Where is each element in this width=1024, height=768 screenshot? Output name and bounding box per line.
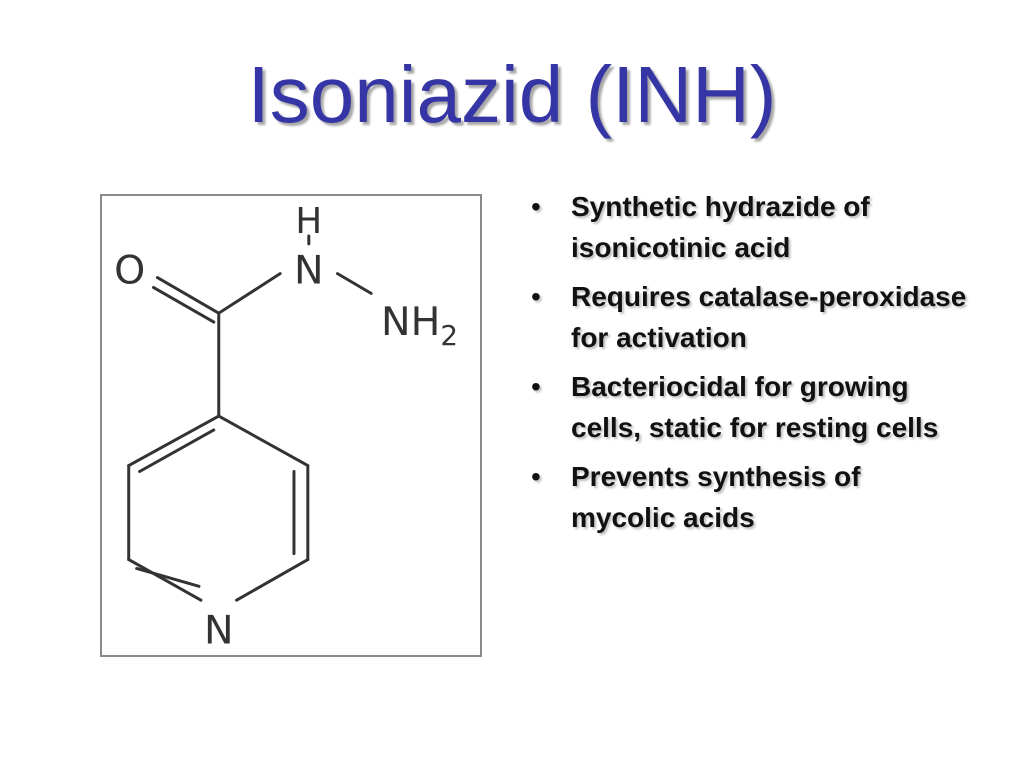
bond-carbonyl-2 bbox=[151, 285, 216, 324]
bond-carbonyl-1 bbox=[155, 276, 221, 315]
bullet-text: Requires catalase-peroxidase for activat… bbox=[571, 281, 967, 353]
bond-ring-inner-3 bbox=[135, 567, 201, 588]
atom-hydrogen: H bbox=[295, 201, 322, 242]
slide-title: Isoniazid (INH) bbox=[247, 50, 777, 139]
bullet-icon: • bbox=[531, 461, 541, 492]
atom-ring-nitrogen: N bbox=[204, 608, 234, 654]
bond-ring-6 bbox=[217, 414, 310, 468]
bullet-text: Prevents synthesis of mycolic acids bbox=[571, 461, 861, 533]
bond-ring-4 bbox=[235, 558, 310, 602]
atom-amide-nitrogen: N bbox=[294, 248, 324, 294]
bond-carbon-nitrogen bbox=[217, 272, 282, 315]
bullet-item: • Synthetic hydrazide of isonicotinic ac… bbox=[527, 186, 967, 268]
bond-nitrogen-nitrogen bbox=[336, 272, 373, 295]
bullet-text: Synthetic hydrazide of isonicotinic acid bbox=[571, 191, 870, 263]
atom-amine-symbol: NH bbox=[381, 299, 440, 345]
bullet-item: • Prevents synthesis of mycolic acids bbox=[527, 456, 967, 538]
atom-amine-subscript: 2 bbox=[440, 319, 458, 352]
bullet-text: Bacteriocidal for growing cells, static … bbox=[571, 371, 939, 443]
isoniazid-structure-diagram: O H N NH2 N bbox=[114, 201, 458, 654]
bullet-list: • Synthetic hydrazide of isonicotinic ac… bbox=[527, 186, 967, 546]
bond-ring-3 bbox=[127, 558, 203, 602]
atom-amine: NH2 bbox=[381, 299, 458, 352]
bullet-icon: • bbox=[531, 371, 541, 402]
bullet-item: • Requires catalase-peroxidase for activ… bbox=[527, 276, 967, 358]
bond-ring-inner-1 bbox=[138, 428, 216, 473]
chemical-structure-frame: O H N NH2 N bbox=[100, 194, 482, 657]
bond-ring-1 bbox=[127, 414, 221, 468]
atom-oxygen: O bbox=[114, 248, 145, 294]
bullet-icon: • bbox=[531, 281, 541, 312]
bullet-item: • Bacteriocidal for growing cells, stati… bbox=[527, 366, 967, 448]
bullet-icon: • bbox=[531, 191, 541, 222]
